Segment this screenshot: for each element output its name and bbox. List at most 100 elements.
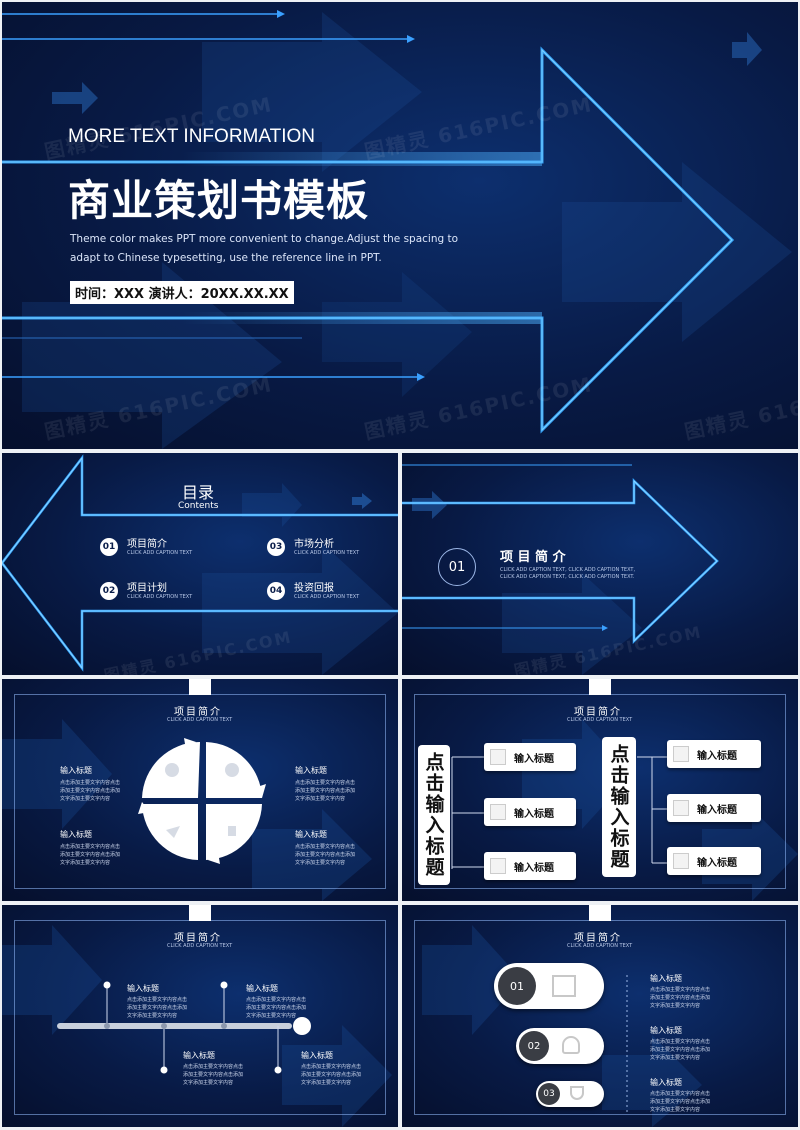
toc-item-number: 02	[100, 582, 118, 600]
file-icon	[490, 858, 506, 874]
step-text: 点击添加主要文字内容点击添加主要文字内容点击添加文字添加主要文字内容	[650, 1039, 711, 1061]
mail-icon	[673, 853, 689, 869]
cover-title: 商业策划书模板	[68, 176, 370, 225]
timeline-slide[interactable]: 项目简介 CLICK ADD CAPTION TEXT 输入标题 点击添加主要文…	[2, 905, 398, 1127]
item-pill[interactable]: 输入标题	[484, 798, 576, 826]
section-title: 项 目 简 介	[500, 550, 566, 565]
toc-item-caption: CLICK ADD CAPTION TEXT	[127, 550, 193, 556]
step-text: 点击添加主要文字内容点击添加主要文字内容点击添加文字添加主要文字内容	[650, 1091, 711, 1113]
item-pill-label: 输入标题	[514, 808, 554, 820]
cycle-diagram	[138, 738, 266, 864]
cover-subtitle: MORE TEXT INFORMATION	[68, 126, 316, 147]
phone-icon	[673, 800, 689, 816]
block-heading: 输入标题	[295, 766, 327, 775]
toc-background-arrow	[2, 454, 398, 675]
item-pill[interactable]: 输入标题	[667, 847, 761, 875]
milestone-heading: 输入标题	[127, 984, 159, 993]
toc-item-label[interactable]: 项目简介	[127, 539, 167, 550]
step-heading: 输入标题	[650, 974, 682, 983]
step-number: 01	[510, 979, 524, 993]
section-background-arrow	[402, 464, 719, 675]
section-number-circle: 01	[438, 548, 476, 586]
item-pill-label: 输入标题	[514, 862, 554, 874]
cover-slide[interactable]: 图精灵 616PIC.COM 图精灵 616PIC.COM 图精灵 616PIC…	[2, 2, 798, 449]
milestone-text: 点击添加主要文字内容点击添加主要文字内容点击添加文字添加主要文字内容	[301, 1064, 362, 1086]
toc-item-caption: CLICK ADD CAPTION TEXT	[127, 594, 193, 600]
slide-background-arrows	[422, 925, 702, 1127]
grid-icon	[490, 804, 506, 820]
section-number: 01	[448, 559, 466, 575]
item-pill[interactable]: 输入标题	[484, 852, 576, 880]
milestone-heading: 输入标题	[246, 984, 278, 993]
window-icon	[673, 746, 689, 762]
slide-background-arrows	[2, 719, 372, 901]
toc-title: 目录	[182, 483, 215, 502]
milestone-heading: 输入标题	[183, 1051, 215, 1060]
section-caption-line2: CLICK ADD CAPTION TEXT, CLICK ADD CAPTIO…	[500, 574, 635, 580]
step-number-circle: 02	[519, 1031, 549, 1061]
block-text: 点击添加主要文字内容点击添加主要文字内容点击添加文字添加主要文字内容	[295, 844, 356, 866]
cover-description-line1: Theme color makes PPT more convenient to…	[70, 233, 459, 245]
steps-slide[interactable]: 项目简介 CLICK ADD CAPTION TEXT 01 02 03 输入标…	[402, 905, 798, 1127]
block-text: 点击添加主要文字内容点击添加主要文字内容点击添加文字添加主要文字内容	[295, 780, 356, 802]
toc-item-caption: CLICK ADD CAPTION TEXT	[294, 594, 360, 600]
header-tab	[189, 679, 211, 695]
bell-icon	[562, 1036, 580, 1054]
cover-background-arrows	[2, 10, 792, 449]
toc-item-number: 01	[100, 538, 118, 556]
slide-caption: CLICK ADD CAPTION TEXT	[167, 943, 233, 949]
toc-subtitle: Contents	[178, 501, 219, 511]
item-pill-label: 输入标题	[514, 753, 554, 765]
step-text: 点击添加主要文字内容点击添加主要文字内容点击添加文字添加主要文字内容	[650, 987, 711, 1009]
milestone-text: 点击添加主要文字内容点击添加主要文字内容点击添加文字添加主要文字内容	[183, 1064, 244, 1086]
milestone-text: 点击添加主要文字内容点击添加主要文字内容点击添加文字添加主要文字内容	[246, 997, 307, 1019]
toc-slide[interactable]: 图精灵 616PIC.COM 目录 Contents 01 项目简介 CLICK…	[2, 453, 398, 675]
item-pill[interactable]: 输入标题	[667, 740, 761, 768]
item-pill-label: 输入标题	[697, 857, 737, 869]
document-icon	[490, 749, 506, 765]
block-heading: 输入标题	[60, 766, 92, 775]
item-pill-label: 输入标题	[697, 750, 737, 762]
slide-title: 项目简介	[574, 933, 622, 944]
step-number: 03	[543, 1089, 555, 1099]
item-pill[interactable]: 输入标题	[484, 743, 576, 771]
milestone-heading: 输入标题	[301, 1051, 333, 1060]
item-pill[interactable]: 输入标题	[667, 794, 761, 822]
slide-caption: CLICK ADD CAPTION TEXT	[567, 943, 633, 949]
step-heading: 输入标题	[650, 1078, 682, 1087]
toc-item-label[interactable]: 投资回报	[294, 583, 334, 594]
header-tab	[189, 905, 211, 921]
circle-diagram-slide[interactable]: 项目简介 CLICK ADD CAPTION TEXT 输入标题 点击添加主要文…	[2, 679, 398, 901]
block-heading: 输入标题	[295, 830, 327, 839]
slide-title: 项目简介	[174, 707, 222, 718]
item-pill-label: 输入标题	[697, 804, 737, 816]
section-caption-line1: CLICK ADD CAPTION TEXT, CLICK ADD CAPTIO…	[500, 567, 636, 573]
toc-item-number: 04	[267, 582, 285, 600]
slide-title: 项目简介	[574, 707, 622, 718]
toc-item-label[interactable]: 市场分析	[294, 539, 334, 550]
slide-caption: CLICK ADD CAPTION TEXT	[567, 717, 633, 723]
vertical-title-box[interactable]: 点击输入标题	[418, 745, 450, 885]
step-number-circle: 03	[538, 1083, 560, 1105]
edit-icon	[552, 975, 576, 997]
step-pill[interactable]: 01	[494, 963, 604, 1009]
cover-description-line2: adapt to Chinese typesetting, use the re…	[70, 252, 382, 264]
milestone-text: 点击添加主要文字内容点击添加主要文字内容点击添加文字添加主要文字内容	[127, 997, 188, 1019]
step-number: 02	[527, 1040, 541, 1052]
section-slide[interactable]: 图精灵 616PIC.COM 01 项 目 简 介 CLICK ADD CAPT…	[402, 453, 798, 675]
slide-caption: CLICK ADD CAPTION TEXT	[167, 717, 233, 723]
block-text: 点击添加主要文字内容点击添加主要文字内容点击添加文字添加主要文字内容	[60, 844, 121, 866]
step-pill[interactable]: 02	[516, 1028, 604, 1064]
vertical-title-box[interactable]: 点击输入标题	[602, 737, 636, 877]
cover-info-box: 时间：XXX 演讲人：20XX.XX.XX	[70, 281, 294, 304]
block-heading: 输入标题	[60, 830, 92, 839]
tree-diagram-slide[interactable]: 项目简介 CLICK ADD CAPTION TEXT 点击输入标题 点击输入标…	[402, 679, 798, 901]
step-heading: 输入标题	[650, 1026, 682, 1035]
header-tab	[589, 679, 611, 695]
toc-item-label[interactable]: 项目计划	[127, 583, 167, 594]
toc-item-number: 03	[267, 538, 285, 556]
step-pill[interactable]: 03	[536, 1081, 604, 1107]
toc-item-caption: CLICK ADD CAPTION TEXT	[294, 550, 360, 556]
step-number-circle: 01	[498, 967, 536, 1005]
timeline-graphic	[2, 925, 392, 1127]
